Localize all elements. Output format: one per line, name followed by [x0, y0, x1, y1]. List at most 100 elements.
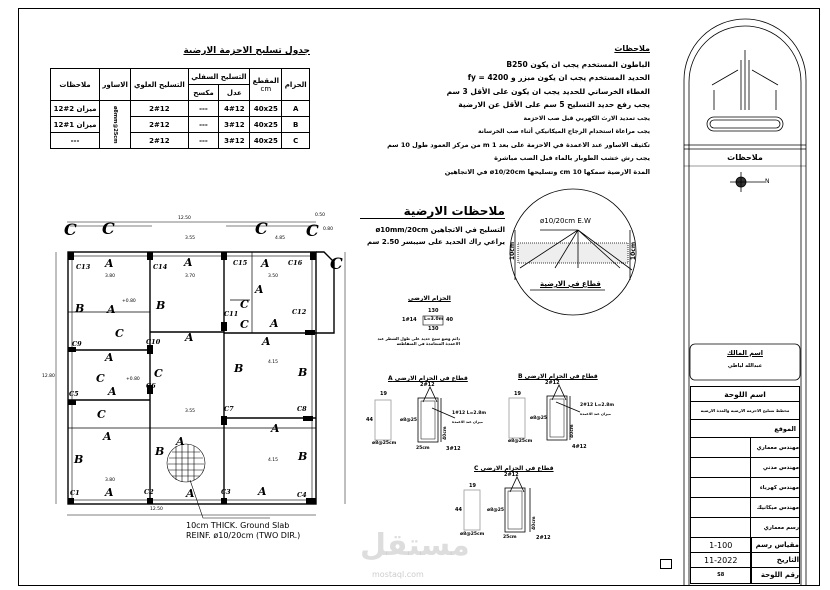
plan-slab-note-1: 10cm THICK. Ground Slab — [186, 521, 290, 530]
beam-mark-label: C — [255, 219, 268, 238]
slab-zone-label: C — [115, 327, 124, 340]
owner-name: عبدالله لياطي — [727, 363, 763, 369]
slab-zone-label: B — [74, 453, 84, 466]
title-block-lines — [683, 18, 807, 585]
slab-mesh-detail — [166, 443, 270, 519]
cell-note: ميزان 1#12 — [49, 116, 101, 133]
ground-beam-right: 40 — [446, 317, 453, 323]
sheet-name: مخطط تسليح الاحزمة الارضية والمدة الارضي… — [691, 402, 799, 420]
slab-thickness-left: 10cm — [509, 241, 517, 261]
note-item: تكثيف الاساور عند الاعمدة في الاحزمة على… — [387, 140, 650, 149]
plan-slab-note: 10cm THICK. Ground Slab REINF. ø10/20cm … — [186, 521, 300, 541]
general-notes: ملاحظات الباطون المستخدم يجب ان يكون B25… — [387, 42, 650, 179]
section-a-w: 19 — [380, 391, 387, 397]
section-c-spacing: ø8@25cm — [460, 532, 485, 537]
owner-label: اسم المالك — [727, 349, 763, 357]
beam-mark-label: C — [330, 254, 343, 273]
note-item: يجب رش خشب الطوبار بالماء قبل الصب مباشر… — [494, 154, 650, 162]
dimension-label: 3.80 — [105, 478, 116, 483]
cell-bent: --- — [187, 132, 220, 149]
column-label: C14 — [153, 263, 168, 271]
table-title: جدول تسليح الاحزمة الارضية — [183, 46, 310, 56]
th-top: التسليح العلوي — [130, 68, 189, 101]
section-c-h: 44 — [455, 507, 462, 513]
dimension-label: 12.80 — [42, 374, 55, 379]
watermark-url: mostaql.com — [372, 570, 424, 579]
column-label: C11 — [224, 310, 239, 318]
column-label: C1 — [70, 489, 80, 497]
th-stirrups: الاساور — [99, 68, 132, 101]
section-c-w: 19 — [469, 483, 476, 489]
slab-note-item: التسليح في الاتجاهين ø10mm/20cm — [375, 226, 505, 234]
dimension-label: 3.55 — [185, 236, 196, 241]
column-label: C2 — [144, 488, 154, 496]
cell-top: 2#12 — [130, 100, 189, 117]
date-label: التاريخ — [750, 553, 799, 567]
sheet-no-label: رقم اللوحة — [750, 568, 799, 583]
section-b-extra-note: ميزان عند الاعمدة — [580, 412, 611, 416]
sheet-name-label: اسم اللوحة — [691, 387, 799, 402]
ground-beam-left: 1#14 — [402, 317, 417, 323]
date-row: التاريخ 11-2022 — [691, 553, 799, 568]
location-label: الموقع — [691, 420, 799, 438]
ground-beam-top: 130 — [428, 308, 439, 314]
role-row: مهندس كهرباء — [691, 478, 799, 498]
slab-zone-label: C — [240, 298, 249, 311]
slab-zone-label: A — [105, 257, 114, 270]
role-row: مهندس ميكانيك — [691, 498, 799, 518]
ground-beam-note: دائم وضع سيخ حديد على طول الشطر عند الاع… — [377, 336, 460, 347]
section-c-height: 40cm — [532, 516, 537, 530]
column-label: C4 — [297, 491, 307, 499]
sheet-frame — [18, 8, 820, 586]
column-label: C9 — [72, 340, 82, 348]
dimension-label: 3.55 — [185, 409, 196, 414]
th-bent: مكسح — [187, 84, 220, 101]
date-value: 11-2022 — [703, 556, 738, 565]
slab-zone-label: B — [234, 362, 244, 375]
cell-stirrups: ø8mm@25cm — [99, 100, 132, 149]
slab-note-item: يراعي راك الحديد على سيبسر 2.50 سم — [367, 238, 505, 246]
sheet-no-value: S8 — [717, 572, 725, 578]
note-item: الغطاء الخرساني للحديد يجب ان يكون على ا… — [446, 86, 650, 96]
slab-zone-label: A — [108, 385, 117, 398]
slab-zone-label: A — [105, 351, 114, 364]
section-b-top: 2#12 — [545, 380, 560, 386]
plan-columns — [68, 252, 316, 504]
cell-section: 40x25 — [249, 132, 283, 149]
section-a-extra-note: ميزان عند الاعمدة — [452, 420, 483, 424]
cell-beam: B — [281, 116, 310, 133]
sheet-no-row: رقم اللوحة S8 — [691, 568, 799, 583]
slab-zone-label: B — [298, 450, 308, 463]
dimension-label: 12.50 — [178, 216, 191, 221]
column-label: C3 — [221, 488, 231, 496]
scale-label: مقياس رسم — [750, 538, 799, 552]
column-label: C7 — [224, 405, 234, 413]
slab-section-label: ø10/20cm E.W — [540, 217, 591, 225]
slab-zone-label: A — [184, 256, 193, 269]
slab-zone-label: A — [258, 485, 267, 498]
dimension-label: 0.50 — [315, 213, 326, 218]
plan-slab-note-2: REINF. ø10/20cm (TWO DIR.) — [186, 531, 301, 540]
ground-beam-length: L=3.0m — [424, 317, 444, 322]
dimension-label: 3.70 — [185, 274, 196, 279]
slab-zone-label: A — [103, 430, 112, 443]
dimension-label: 4.15 — [268, 360, 279, 365]
slab-notes-title: ملاحظات الارضية — [360, 204, 505, 219]
section-b-spacing: ø8@25cm — [508, 439, 533, 444]
slab-zone-label: B — [156, 299, 166, 312]
beam-mark-label: C — [306, 221, 319, 240]
column-label: C8 — [297, 405, 307, 413]
column-label: C6 — [146, 382, 156, 390]
notes-title: ملاحظات — [614, 44, 650, 53]
title-block-grid: اسم اللوحة مخطط تسليح الاحزمة الارضية وا… — [690, 386, 800, 584]
scale-value: 1-100 — [709, 541, 733, 550]
cell-beam: C — [281, 132, 310, 149]
slab-zone-label: B — [298, 366, 308, 379]
role-label: مهندس كهرباء — [750, 478, 799, 497]
beam-mark-label: C — [64, 220, 77, 239]
section-b-stirrup: ø8@25 — [530, 416, 547, 421]
th-beam: الحزام — [281, 68, 310, 101]
